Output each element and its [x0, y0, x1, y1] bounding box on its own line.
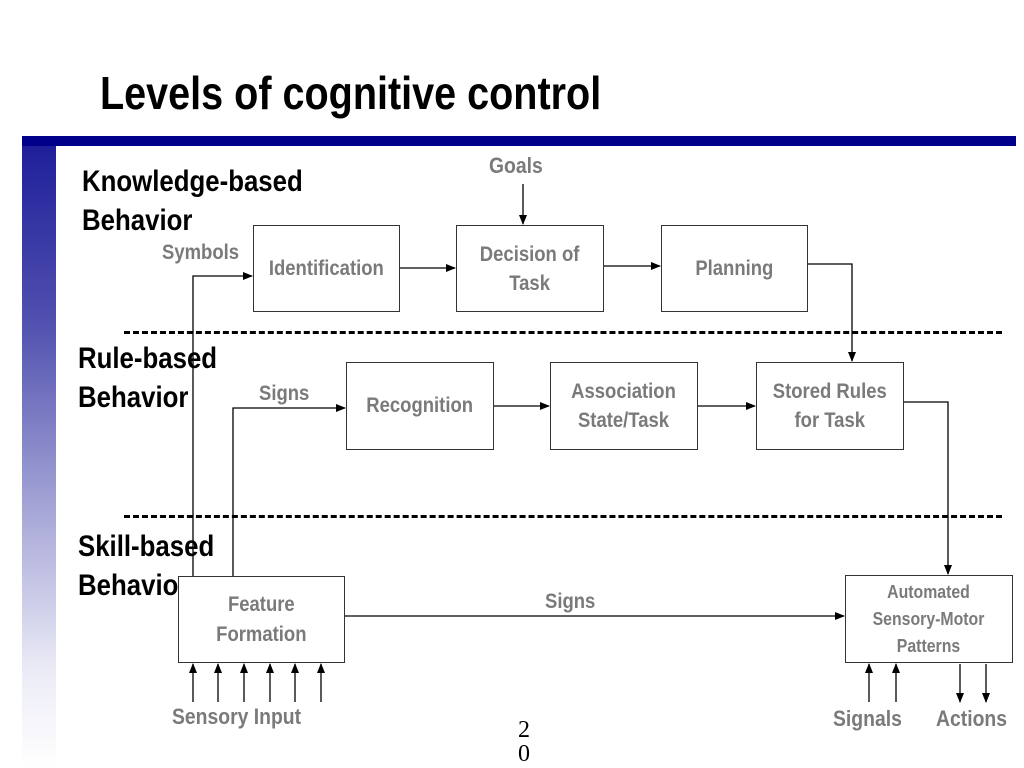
skill-level-line-1: Skill-based: [78, 530, 215, 563]
rule-signs-label: Signs: [259, 382, 310, 405]
skill-level-line-2: Behavior: [78, 569, 189, 602]
slide-title: Levels of cognitive control: [100, 67, 602, 119]
planning-box: Planning: [661, 225, 808, 312]
skill-signs-label: Signs: [545, 590, 596, 613]
symbols-path-arrow: [192, 272, 253, 576]
separator-knowledge-rule: [124, 331, 1002, 334]
sensory-input-label: Sensory Input: [172, 704, 302, 729]
rule-level-line-1: Rule-based: [78, 342, 218, 375]
rule-level-heading: Rule-based Behavior: [78, 339, 217, 417]
rule-signs-path-arrow: [232, 404, 346, 576]
rule-level-line-2: Behavior: [78, 381, 189, 414]
recognition-box: Recognition: [346, 362, 494, 450]
side-gradient-bar: [22, 136, 56, 768]
skill-level-heading: Skill-based Behavior: [78, 527, 214, 605]
actions-label: Actions: [936, 706, 1008, 731]
knowledge-level-heading: Knowledge-based Behavior: [82, 162, 303, 240]
identification-box: Identification: [253, 225, 400, 312]
title-rule: [22, 136, 1016, 146]
goals-label: Goals: [489, 153, 543, 178]
separator-rule-skill: [124, 515, 1002, 518]
page-number: 20: [518, 717, 530, 767]
feature-formation-box: Feature Formation: [178, 576, 345, 663]
symbols-label: Symbols: [162, 241, 240, 264]
decision-of-task-box: Decision of Task: [456, 225, 604, 312]
automated-sensory-motor-box: Automated Sensory-Motor Patterns: [845, 575, 1013, 663]
association-state-task-box: Association State/Task: [550, 362, 698, 450]
stored-rules-to-automated-arrow: [904, 401, 952, 575]
stored-rules-box: Stored Rules for Task: [756, 362, 904, 450]
signals-label: Signals: [833, 706, 902, 731]
planning-to-stored-rules-arrow: [808, 263, 856, 362]
knowledge-level-line-1: Knowledge-based: [82, 165, 303, 198]
knowledge-level-line-2: Behavior: [82, 204, 193, 237]
